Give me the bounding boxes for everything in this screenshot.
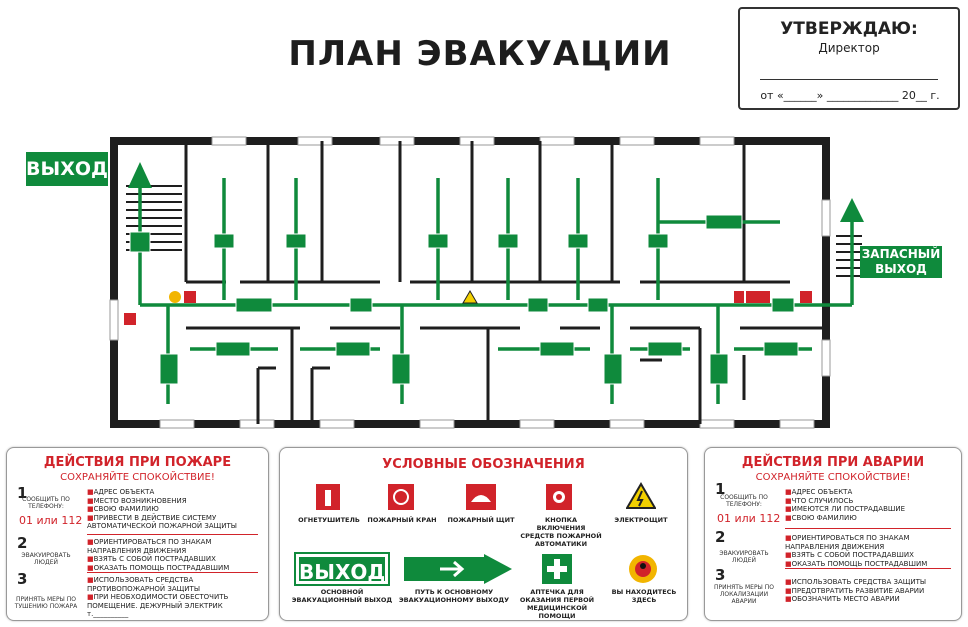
accident-step-2-caption: ЭВАКУИРОВАТЬ ЛЮДЕЙ (719, 550, 769, 564)
fire-step-1-item: СВОЮ ФАМИЛИЮ (87, 505, 263, 514)
alarm-button-icon-right (800, 291, 812, 303)
accident-step-1-item: АДРЕС ОБЪЕКТА (785, 488, 955, 497)
legend-label: ЭЛЕКТРОЩИТ (614, 516, 668, 524)
fire-step-1-item: ПРИВЕСТИ В ДЕЙСТВИЕ СИСТЕМУ АВТОМАТИЧЕСК… (87, 514, 263, 531)
accident-step-3-item: ОБОЗНАЧИТЬ МЕСТО АВАРИИ (785, 595, 955, 604)
fire-separator (87, 572, 258, 573)
windows (109, 136, 831, 429)
accident-step-2-items: ОРИЕНТИРОВАТЬСЯ ПО ЗНАКАМ НАПРАВЛЕНИЯ ДВ… (785, 534, 955, 568)
fire-step-3-number: 3 (17, 570, 28, 588)
fire-step-1-number: 1 (17, 484, 28, 502)
main-exit-sign: ВЫХОД (26, 152, 108, 186)
legend-label: АПТЕЧКА ДЛЯ ОКАЗАНИЯ ПЕРВОЙ МЕДИЦИНСКОЙ … (519, 588, 595, 620)
accident-phones: 01 или 112 (717, 512, 781, 525)
accident-step-1-item: СВОЮ ФАМИЛИЮ (785, 514, 955, 523)
page-title: ПЛАН ЭВАКУАЦИИ (288, 34, 672, 74)
right-stairs (836, 235, 862, 277)
electrical-panel-icon (462, 290, 478, 304)
legend-exit-sign: ВЫХОД (294, 552, 390, 586)
accident-step-2-number: 2 (715, 528, 726, 546)
legend-title: УСЛОВНЫЕ ОБОЗНАЧЕНИЯ (382, 457, 585, 472)
extinguisher-icon-right (734, 291, 744, 303)
accident-step-1-items: АДРЕС ОБЪЕКТА ЧТО СЛУЧИЛОСЬ ИМЕЮТСЯ ЛИ П… (785, 488, 955, 522)
legend-label: ПОЖАРНЫЙ ЩИТ (447, 516, 515, 524)
fire-step-2-items: ОРИЕНТИРОВАТЬСЯ ПО ЗНАКАМ НАПРАВЛЕНИЯ ДВ… (87, 538, 263, 572)
alarm-button-icon (184, 291, 196, 303)
accident-step-3-item: ИСПОЛЬЗОВАТЬ СРЕДСТВА ЗАЩИТЫ (785, 578, 955, 587)
accident-actions-panel: ДЕЙСТВИЯ ПРИ АВАРИИ СОХРАНЯЙТЕ СПОКОЙСТВ… (704, 447, 962, 621)
accident-step-2-item: ОКАЗАТЬ ПОМОЩЬ ПОСТРАДАВШИМ (785, 560, 955, 569)
accident-separator (785, 568, 951, 569)
legend-label: ПУТЬ К ОСНОВНОМУ ЭВАКУАЦИОННОМУ ВЫХОДУ (398, 588, 510, 604)
fire-step-1-items: АДРЕС ОБЪЕКТА МЕСТО ВОЗНИКНОВЕНИЯ СВОЮ Ф… (87, 488, 263, 531)
legend-label: КНОПКА ВКЛЮЧЕНИЯ СРЕДСТВ ПОЖАРНОЙ АВТОМА… (520, 516, 602, 548)
extinguisher-icon (124, 313, 136, 325)
accident-panel-title: ДЕЙСТВИЯ ПРИ АВАРИИ (741, 455, 925, 470)
fire-phones: 01 или 112 (19, 514, 83, 527)
fire-actions-panel: ДЕЙСТВИЯ ПРИ ПОЖАРЕ СОХРАНЯЙТЕ СПОКОЙСТВ… (6, 447, 269, 621)
accident-step-1-number: 1 (715, 480, 726, 498)
fire-step-1-caption: СООБЩИТЬ ПО ТЕЛЕФОНУ: (22, 496, 70, 510)
accident-step-2-item: ОРИЕНТИРОВАТЬСЯ ПО ЗНАКАМ НАПРАВЛЕНИЯ ДВ… (785, 534, 955, 551)
approval-box: УТВЕРЖДАЮ: Директор от «______» ________… (738, 7, 960, 110)
you-are-here-icon (629, 555, 657, 583)
approval-header: УТВЕРЖДАЮ: (780, 19, 918, 39)
exit-path-arrow-icon (404, 554, 512, 584)
fire-step-3-item: ПРИ НЕОБХОДИМОСТИ ОБЕСТОЧИТЬ ПОМЕЩЕНИЕ. … (87, 593, 263, 619)
fire-panel-subtitle: СОХРАНЯЙТЕ СПОКОЙСТВИЕ! (60, 472, 215, 483)
accident-separator (785, 528, 951, 529)
main-exit-arrow (128, 162, 152, 188)
floor-plan (109, 136, 864, 429)
fire-step-3-item: ИСПОЛЬЗОВАТЬ СРЕДСТВА ПРОТИВОПОЖАРНОЙ ЗА… (87, 576, 263, 593)
fire-step-3-caption: ПРИНЯТЬ МЕРЫ ПО ТУШЕНИЮ ПОЖАРА (14, 596, 78, 610)
fire-step-1-item: МЕСТО ВОЗНИКНОВЕНИЯ (87, 497, 263, 506)
accident-step-1-item: ЧТО СЛУЧИЛОСЬ (785, 497, 955, 506)
first-aid-icon (542, 554, 572, 584)
legend-label: ОГНЕТУШИТЕЛЬ (298, 516, 360, 524)
fire-hose-icon (746, 291, 770, 303)
signature-line (760, 79, 938, 80)
fire-step-2-item: ОКАЗАТЬ ПОМОЩЬ ПОСТРАДАВШИМ (87, 564, 263, 573)
electrical-panel-icon (626, 482, 656, 509)
fire-hose-icon (388, 484, 414, 510)
fire-board-icon (466, 484, 496, 510)
accident-step-1-caption: СООБЩИТЬ ПО ТЕЛЕФОНУ: (720, 494, 768, 508)
fire-step-2-caption: ЭВАКУИРОВАТЬ ЛЮДЕЙ (21, 552, 71, 566)
legend-label: ОСНОВНОЙ ЭВАКУАЦИОННЫЙ ВЫХОД (291, 588, 393, 604)
fire-step-2-item: ВЗЯТЬ С СОБОЙ ПОСТРАДАВШИХ (87, 555, 263, 564)
spare-exit-arrow (840, 198, 864, 222)
alarm-button-icon (546, 484, 572, 510)
legend-label: ПОЖАРНЫЙ КРАН (367, 516, 437, 524)
fire-panel-title: ДЕЙСТВИЯ ПРИ ПОЖАРЕ (43, 455, 232, 470)
accident-step-2-item: ВЗЯТЬ С СОБОЙ ПОСТРАДАВШИХ (785, 551, 955, 560)
fire-separator (87, 534, 258, 535)
accident-step-3-items: ИСПОЛЬЗОВАТЬ СРЕДСТВА ЗАЩИТЫ ПРЕДОТВРАТИ… (785, 578, 955, 604)
interior-walls (184, 141, 826, 424)
spare-exit-line2: ВЫХОД (875, 262, 927, 276)
accident-step-3-number: 3 (715, 566, 726, 584)
accident-step-3-caption: ПРИНЯТЬ МЕРЫ ПО ЛОКАЛИЗАЦИИ АВАРИИ (713, 584, 774, 605)
extinguisher-icon (316, 484, 340, 510)
direction-signs (129, 214, 799, 385)
accident-step-1-item: ИМЕЮТСЯ ЛИ ПОСТРАДАВШИЕ (785, 505, 955, 514)
spare-exit-sign: ЗАПАСНЫЙ ВЫХОД (860, 246, 942, 278)
legend-panel: УСЛОВНЫЕ ОБОЗНАЧЕНИЯ ОГНЕТУШИТЕЛЬ ПОЖАРН… (279, 447, 688, 621)
accident-step-3-item: ПРЕДОТВРАТИТЬ РАЗВИТИЕ АВАРИИ (785, 587, 955, 596)
fire-step-2-item: ОРИЕНТИРОВАТЬСЯ ПО ЗНАКАМ НАПРАВЛЕНИЯ ДВ… (87, 538, 263, 555)
fire-step-1-item: АДРЕС ОБЪЕКТА (87, 488, 263, 497)
fire-step-3-items: ИСПОЛЬЗОВАТЬ СРЕДСТВА ПРОТИВОПОЖАРНОЙ ЗА… (87, 576, 263, 619)
spare-exit-line1: ЗАПАСНЫЙ (861, 247, 941, 261)
accident-panel-subtitle: СОХРАНЯЙТЕ СПОКОЙСТВИЕ! (755, 472, 911, 483)
approval-role: Директор (818, 41, 880, 55)
fire-step-2-number: 2 (17, 534, 28, 552)
legend-label: ВЫ НАХОДИТЕСЬ ЗДЕСЬ (611, 588, 677, 604)
approval-date-line: от «______» _____________ 20__ г. (760, 89, 940, 102)
you-are-here-icon (169, 291, 181, 303)
